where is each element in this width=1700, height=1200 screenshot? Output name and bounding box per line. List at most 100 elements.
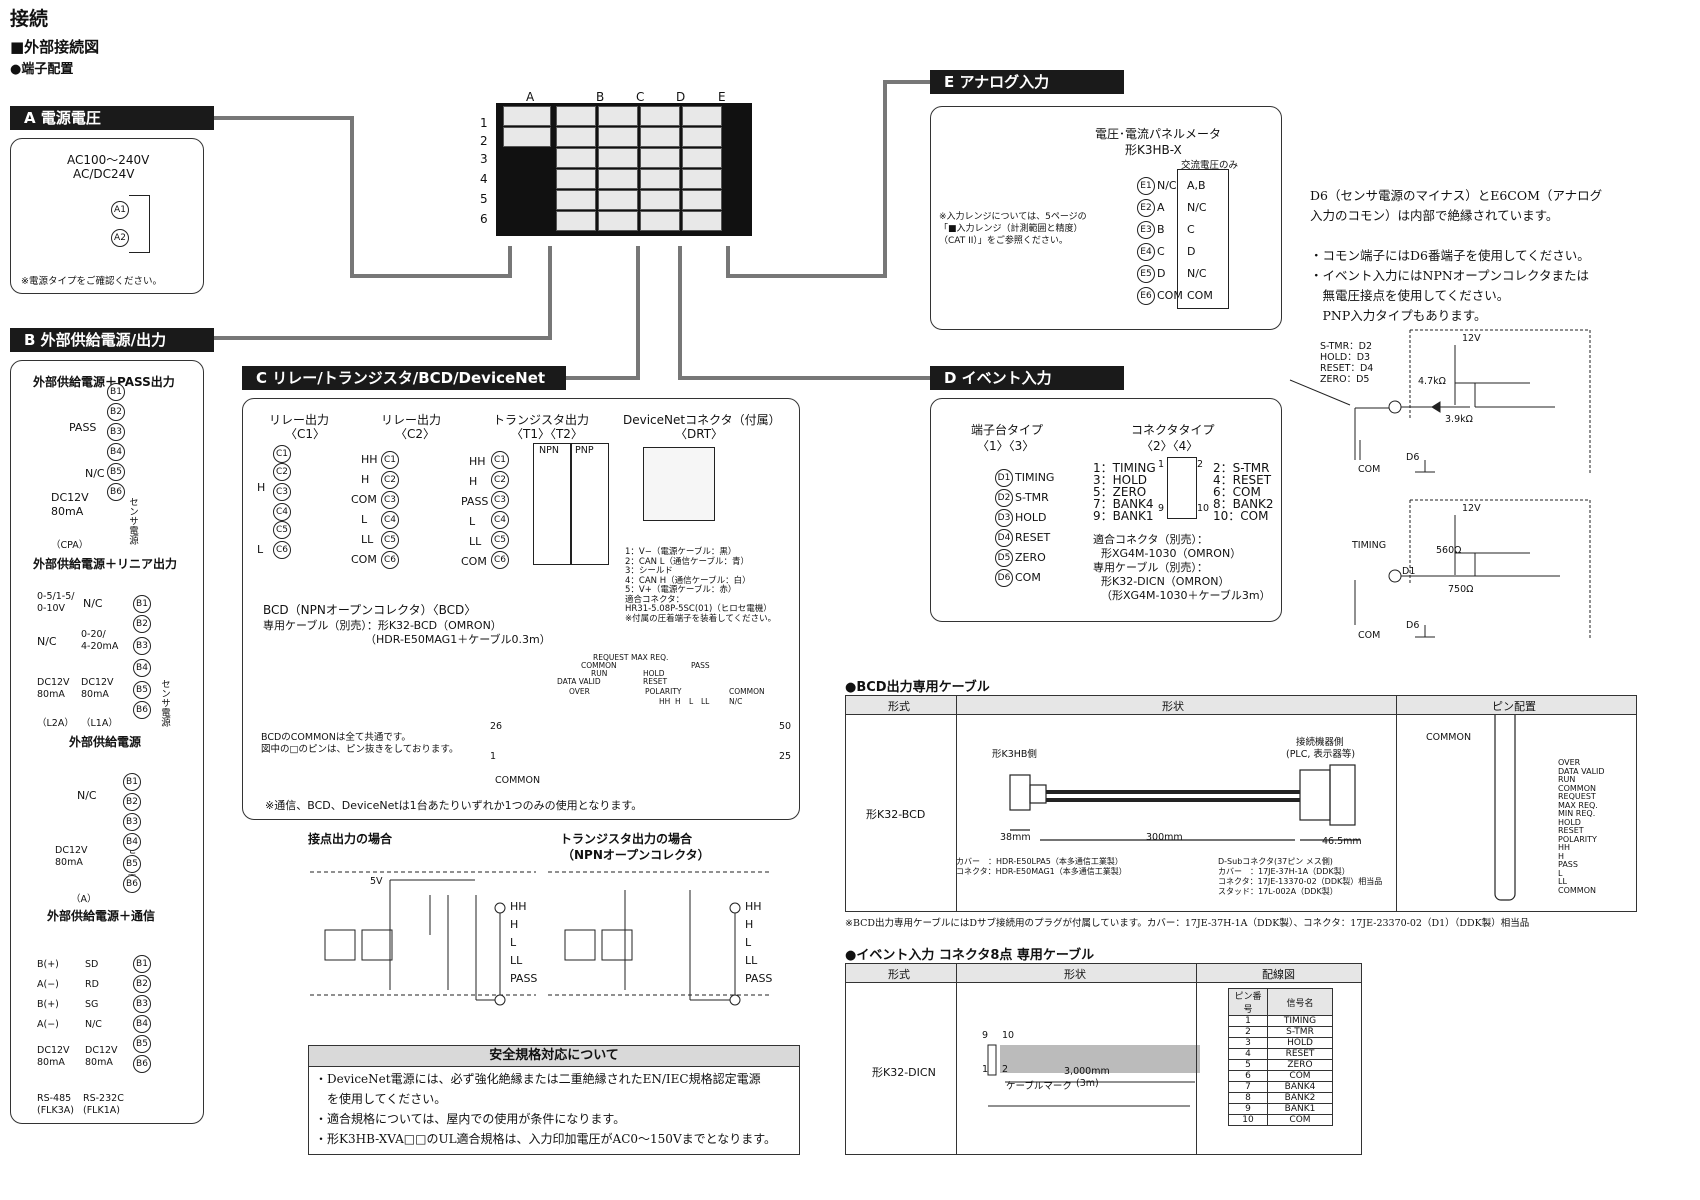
wiring-cell: 8 bbox=[1228, 1092, 1268, 1104]
bcd-pin-label-5: MAX REQ. bbox=[1558, 800, 1598, 810]
bcd-cable-header-row bbox=[846, 696, 1636, 715]
bcd-dim1: 38mm bbox=[1000, 832, 1031, 843]
pin-b3: B3 bbox=[133, 637, 151, 655]
dn-note-5: 適合コネクタ： bbox=[625, 594, 685, 605]
pin-b1: B1 bbox=[133, 955, 151, 973]
bcd-signal-7: OVER bbox=[569, 687, 590, 696]
d-note-0: 適合コネクタ（別売）： bbox=[1093, 533, 1209, 546]
ev-col-wiring: 配線図 bbox=[1262, 968, 1295, 981]
pin-b4: B4 bbox=[123, 833, 141, 851]
section-b-header: B 外部供給電源/出力 bbox=[10, 328, 214, 352]
bcd-signal-10: HH bbox=[659, 697, 671, 706]
contact-out-0: HH bbox=[510, 900, 527, 913]
d-conn-left-4: 9：BANK1 bbox=[1093, 509, 1154, 523]
section-e-box: 電圧･電流パネルメータ 形K3HB-X 交流電圧のみ ※入力レンジについては、5… bbox=[930, 106, 1282, 330]
ev-d6-1: D6 bbox=[1406, 452, 1420, 463]
npn-box bbox=[533, 443, 571, 565]
g3-nc: N/C bbox=[77, 789, 97, 802]
event-cable-table: 形式 形状 配線図 形K32-DICN 9 10 1 2 3,000mm (3m… bbox=[845, 963, 1362, 1155]
trans-label-4: LL bbox=[469, 535, 482, 548]
bcd-pin-50: 50 bbox=[779, 721, 792, 732]
section-title: ■外部接続図 bbox=[10, 38, 100, 56]
bcd-pin-label-15: COMMON bbox=[1558, 885, 1596, 895]
wiring-cell: HOLD bbox=[1267, 1037, 1333, 1049]
dn-note-2: 3：シールド bbox=[625, 566, 673, 576]
bcd-pin-label-0: OVER bbox=[1558, 758, 1581, 767]
d-conn-sub: 〈2〉〈4〉 bbox=[1141, 439, 1199, 453]
pin-d6: D6 bbox=[995, 569, 1013, 587]
g2-sensor: センサ電源 bbox=[159, 679, 170, 727]
d-note-4: （形XG4M-1030＋ケーブル3m） bbox=[1101, 589, 1271, 602]
d-note-1: 形XG4M-1030（OMRON） bbox=[1101, 547, 1242, 560]
d-label-5: COM bbox=[1015, 571, 1041, 584]
col-divider bbox=[956, 964, 957, 1154]
row-label-3: 3 bbox=[480, 152, 488, 166]
right-note-line: D6（センサ電源のマイナス）とE6COM（アナログ bbox=[1310, 188, 1603, 203]
ev-r1: 4.7kΩ bbox=[1418, 376, 1446, 387]
trans-sub: 〈T1〉〈T2〉 bbox=[511, 427, 583, 441]
wiring-head: ピン番号 bbox=[1228, 988, 1268, 1016]
wiring-cell: S-TMR bbox=[1267, 1026, 1333, 1038]
e-left-2: B bbox=[1157, 223, 1165, 236]
pin-a2: A2 bbox=[111, 229, 129, 247]
c2-label-3: L bbox=[361, 513, 368, 526]
voltage-ac: AC100～240V bbox=[67, 153, 150, 167]
bcd-pin-label-6: MIN REQ. bbox=[1558, 809, 1596, 818]
pin-c1-2: C2 bbox=[273, 463, 291, 481]
ev-12v-2: 12V bbox=[1462, 503, 1481, 514]
pin-e2: E2 bbox=[1137, 199, 1155, 217]
bcd-right-part-3: スタッド：17L-002A（DDK製） bbox=[1218, 887, 1338, 896]
terminal-screw bbox=[556, 127, 596, 147]
bcd-right-part-0: D-Subコネクタ(37ピン メス側) bbox=[1218, 857, 1333, 866]
bcd-cable2: （HDR-E50MAG1＋ケーブル0.3m） bbox=[365, 633, 551, 646]
g4-left-2: B(+) bbox=[37, 999, 59, 1010]
d-label-3: RESET bbox=[1015, 531, 1051, 544]
relay2-sub: 〈C2〉 bbox=[395, 427, 436, 441]
contact-out-5v: 5V bbox=[370, 876, 383, 887]
bcd-pin-label-10: HH bbox=[1558, 843, 1571, 852]
ev-d1: D1 bbox=[1402, 566, 1416, 577]
bcd-pin-label-8: RESET bbox=[1558, 826, 1584, 835]
right-note-line: 入力のコモン）は内部で絶縁されています。 bbox=[1310, 208, 1559, 223]
pin-b5: B5 bbox=[133, 1035, 151, 1053]
bcd-pin-common: COMMON bbox=[1426, 732, 1472, 743]
bcd-common: COMMON bbox=[495, 775, 541, 786]
bcd-col-model: 形式 bbox=[888, 700, 910, 713]
pin-b4: B4 bbox=[133, 659, 151, 677]
pin-c2-1: C1 bbox=[381, 451, 399, 469]
safety-header: 安全規格対応について bbox=[309, 1046, 799, 1067]
col-divider bbox=[956, 696, 957, 911]
terminal-screw bbox=[640, 190, 680, 210]
pin-b6: B6 bbox=[123, 875, 141, 893]
pin-e6: E6 bbox=[1137, 287, 1155, 305]
e-right-5: COM bbox=[1187, 289, 1213, 302]
g4-left-7: (FLK3A) bbox=[37, 1105, 74, 1116]
g1-80ma: 80mA bbox=[51, 505, 84, 518]
terminal-screw bbox=[640, 106, 680, 126]
bcd-signal-9: PASS bbox=[691, 661, 710, 670]
g4-mid-2: SG bbox=[85, 999, 99, 1010]
terminal-screw bbox=[682, 169, 722, 189]
trans-label-2: PASS bbox=[461, 495, 489, 508]
g4-left-5: 80mA bbox=[37, 1057, 65, 1068]
wiring-cell: 3 bbox=[1228, 1037, 1268, 1049]
terminal-screw bbox=[556, 211, 596, 231]
power-note: ※電源タイプをご確認ください。 bbox=[21, 276, 162, 287]
c1-l: L bbox=[257, 543, 264, 556]
e-right-3: D bbox=[1187, 245, 1196, 258]
pin-a1: A1 bbox=[111, 201, 129, 219]
contact-out-2: L bbox=[510, 936, 517, 949]
pin-b1: B1 bbox=[123, 773, 141, 791]
devicenet-connector bbox=[643, 447, 715, 521]
ev-com-1: COM bbox=[1358, 464, 1381, 475]
terminal-screw bbox=[598, 190, 638, 210]
terminal-screw bbox=[682, 106, 722, 126]
bcd-side-l: 形K3HB側 bbox=[992, 749, 1037, 760]
pin-b2: B2 bbox=[133, 975, 151, 993]
pin-d4: D4 bbox=[995, 529, 1013, 547]
wiring-cell: 10 bbox=[1228, 1114, 1268, 1126]
pin-d2: D2 bbox=[995, 489, 1013, 507]
